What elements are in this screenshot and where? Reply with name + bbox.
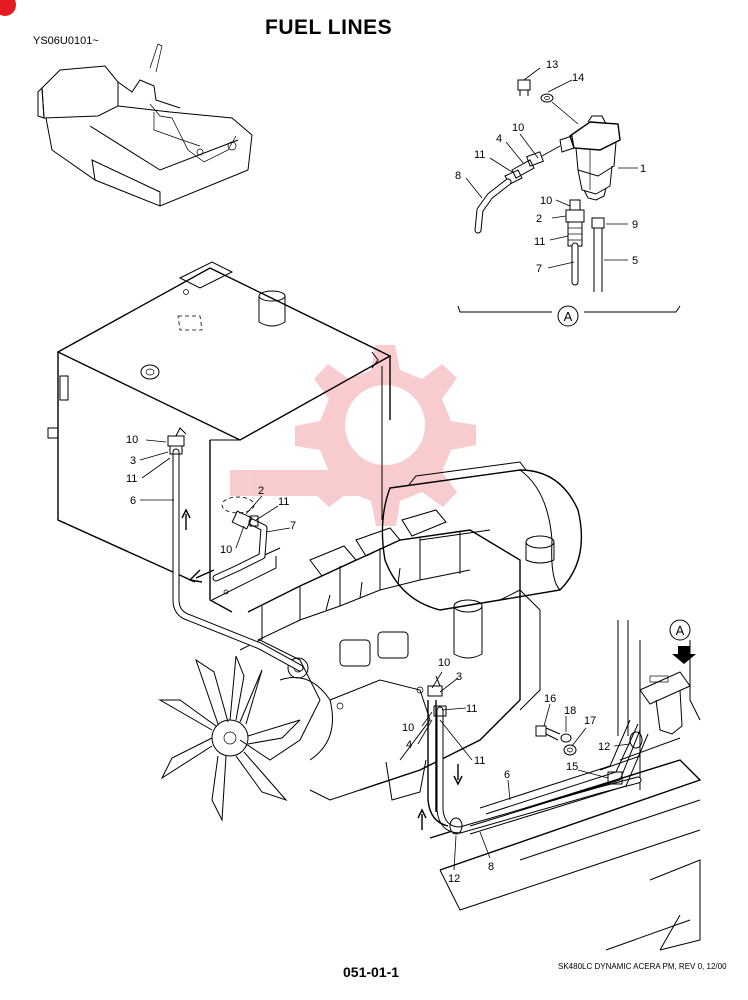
label-14: 14 [572, 72, 584, 84]
label-main-12-b: 12 [448, 873, 460, 885]
label-1: 1 [640, 163, 646, 175]
detail-a-letter: A [564, 309, 573, 324]
label-main-3-a: 3 [130, 455, 136, 467]
label-main-8: 8 [488, 861, 494, 873]
label-main-10-c: 10 [438, 657, 450, 669]
washer-14 [540, 93, 554, 103]
hose-6-return [172, 448, 304, 672]
label-main-6-b: 6 [504, 769, 510, 781]
label-11-b: 11 [534, 236, 545, 248]
label-main-15: 15 [566, 761, 578, 773]
fuel-filter-1 [559, 115, 621, 201]
label-main-10-a: 10 [126, 434, 138, 446]
main-leader-lines [139, 439, 631, 871]
page-title: FUEL LINES [265, 16, 393, 39]
label-9: 9 [632, 219, 638, 231]
bolt-16 [535, 725, 561, 741]
label-main-11-a: 11 [126, 473, 137, 485]
level-gauge [140, 364, 160, 380]
label-main-4: 4 [406, 739, 412, 751]
frame-mounted-filter [639, 646, 696, 735]
label-7: 7 [536, 263, 542, 275]
label-main-2: 2 [258, 485, 264, 497]
label-10-b: 10 [540, 195, 552, 207]
label-4: 4 [496, 133, 502, 145]
watermark-gear [230, 345, 476, 526]
label-main-3-b: 3 [456, 671, 462, 683]
arrow-to-filter [672, 646, 696, 664]
label-13: 13 [546, 59, 558, 71]
cooling-fan [158, 655, 301, 822]
main-a-callout [669, 619, 691, 641]
label-10: 10 [512, 122, 524, 134]
machine-overview-sketch [37, 43, 253, 207]
label-main-11-b: 11 [278, 496, 289, 508]
serial-number: YS06U0101~ [33, 35, 99, 47]
label-main-16: 16 [544, 693, 556, 705]
detail-view-a: A 13 14 10 4 11 8 1 10 2 9 11 7 5 [455, 59, 681, 327]
label-main-18: 18 [564, 705, 576, 717]
document-reference: SK480LC DYNAMIC ACERA PM, REV 0, 12/00 [558, 962, 727, 971]
label-main-10-d: 10 [402, 722, 414, 734]
label-5: 5 [632, 255, 638, 267]
upper-frame-rail [429, 620, 702, 951]
label-8: 8 [455, 170, 461, 182]
label-main-10-b: 10 [220, 544, 232, 556]
label-main-7: 7 [290, 520, 296, 532]
clamp-12-lower [449, 817, 463, 835]
fitting-3-4-10-11-engine [427, 675, 447, 717]
label-2: 2 [536, 213, 542, 225]
label-main-11-d: 11 [474, 755, 485, 767]
engine-assembly [239, 509, 541, 801]
muffler [381, 461, 583, 611]
label-main-17: 17 [584, 715, 596, 727]
washer-17 [563, 744, 577, 756]
tank-top-plate [178, 261, 234, 289]
clamp-12-frame [629, 731, 643, 749]
bolt-13 [517, 79, 531, 96]
washer-18 [560, 733, 572, 743]
detail-a-callout [557, 305, 579, 327]
page-number: 051-01-1 [343, 964, 400, 980]
label-main-12-a: 12 [598, 741, 610, 753]
flow-arrows [181, 508, 463, 830]
fitting-4-10 [504, 145, 561, 185]
pipe-6-main [427, 700, 649, 835]
fitting-2-10-11 [565, 199, 585, 247]
corner-logo-mark [0, 0, 16, 16]
fuel-tank [47, 261, 392, 613]
main-a-letter: A [676, 623, 685, 638]
label-11: 11 [474, 149, 485, 161]
hose-7-supply [212, 510, 268, 582]
label-main-6-a: 6 [130, 495, 136, 507]
label-main-11-c: 11 [466, 703, 477, 715]
fuel-filler-neck [258, 290, 286, 327]
fitting-3-10-11-tank [167, 427, 187, 455]
pipe-5-detail [591, 217, 605, 292]
